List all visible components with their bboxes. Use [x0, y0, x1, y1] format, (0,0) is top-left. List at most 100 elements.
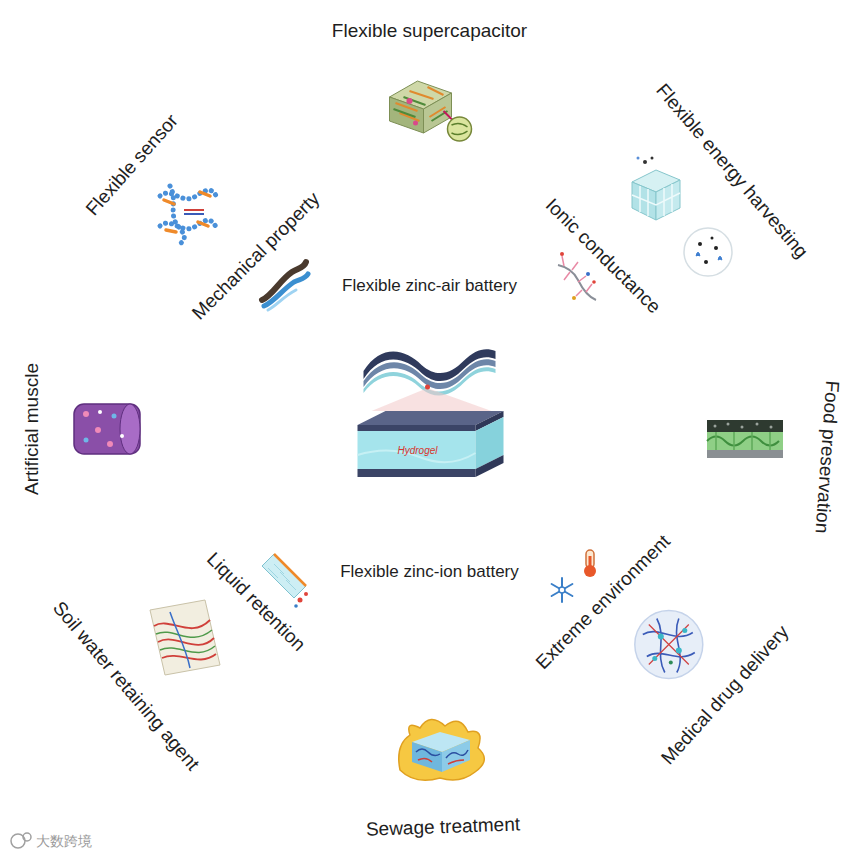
application-label: Food preservation	[810, 380, 842, 534]
drug-delivery-icon	[635, 611, 703, 679]
icon-part	[714, 246, 718, 250]
icon-part	[643, 160, 647, 164]
icon-part	[442, 740, 470, 772]
icon-part	[418, 758, 464, 764]
application-label-holder: Food preservation	[810, 380, 842, 534]
icon-part	[262, 554, 306, 598]
icon-part	[268, 564, 296, 590]
application-label-holder: Flexible energy harvesting	[652, 79, 813, 262]
icon-part	[676, 648, 682, 654]
supercapacitor-icon	[390, 81, 472, 141]
icon-part	[416, 749, 468, 758]
application-label: Sewage treatment	[366, 813, 521, 840]
application-label-holder: Flexible supercapacitor	[332, 20, 527, 42]
application-label: Medical drug delivery	[657, 621, 793, 769]
icon-part	[572, 296, 576, 300]
icon-part	[682, 628, 687, 633]
food-preservation-icon	[707, 420, 783, 458]
icon-part	[23, 833, 31, 841]
icon-part	[658, 634, 664, 640]
material-label: Hydrogel	[397, 445, 437, 457]
icon-part	[770, 426, 773, 429]
icon-part	[170, 186, 184, 244]
icon-part	[184, 209, 204, 211]
application-label-holder: Artificial muscle	[21, 363, 43, 495]
property-label: Mechanical property	[188, 188, 324, 324]
icon-part	[635, 611, 703, 679]
battery-ring: Flexible zinc-air batteryFlexible zinc-i…	[248, 247, 612, 611]
icon-part	[358, 469, 476, 477]
icon-part	[448, 117, 472, 141]
mechanical-icon	[262, 262, 308, 310]
icon-part	[727, 423, 730, 426]
icon-part	[696, 252, 700, 256]
icon-part	[707, 437, 779, 446]
flexible-sensor-icon	[160, 186, 218, 244]
application-label: Flexible energy harvesting	[652, 79, 813, 262]
icon-part	[718, 256, 722, 260]
application-label: Flexible sensor	[81, 110, 182, 220]
icon-part	[632, 184, 680, 216]
icon-part	[656, 180, 680, 220]
application-label-holder: Soil water retaining agent	[48, 598, 203, 776]
material-label-holder: Hydrogel	[397, 445, 437, 457]
icon-part	[632, 182, 656, 220]
icon-part	[95, 427, 101, 433]
icon-part	[372, 388, 492, 411]
property-label: Extreme environment	[531, 531, 674, 674]
icon-part	[83, 411, 89, 417]
property-label-holder: Liquid retention	[203, 549, 310, 656]
application-label-holder: Flexible sensor	[81, 110, 182, 220]
icon-part	[716, 432, 770, 450]
icon-part	[552, 578, 573, 602]
energy-harvesting-icon	[632, 157, 732, 277]
icon-part	[589, 556, 592, 568]
icon-part	[120, 434, 124, 438]
icon-part	[560, 252, 564, 256]
icon-part	[154, 620, 216, 660]
battery-label: Flexible zinc-ion battery	[340, 562, 519, 582]
icon-part	[358, 425, 476, 431]
icon-part	[112, 414, 117, 419]
application-label: Flexible supercapacitor	[332, 20, 527, 42]
icon-part	[643, 619, 695, 673]
icon-part	[707, 432, 783, 450]
battery-illustration	[358, 349, 504, 477]
icon-part	[649, 625, 689, 665]
icon-part	[394, 97, 448, 121]
icon-part	[298, 598, 303, 603]
icon-part	[294, 604, 298, 608]
property-label: Liquid retention	[203, 549, 310, 656]
icon-part	[358, 431, 476, 469]
icon-part	[150, 600, 220, 675]
icon-part	[120, 404, 140, 454]
application-label: Artificial muscle	[21, 363, 43, 495]
icon-part	[669, 661, 673, 665]
icon-part	[652, 656, 657, 661]
icon-part	[184, 213, 204, 215]
icon-part	[707, 450, 783, 458]
icon-part	[741, 426, 744, 429]
icon-part	[756, 423, 759, 426]
artificial-muscle-icon	[74, 404, 140, 454]
icon-part	[98, 410, 102, 414]
battery-label-holder: Flexible zinc-ion battery	[340, 562, 519, 582]
watermark-holder: 大数跨境	[36, 833, 92, 849]
watermark: 大数跨境	[36, 833, 92, 849]
icon-part	[698, 242, 702, 246]
icon-part	[268, 290, 296, 310]
application-label: Soil water retaining agent	[48, 598, 203, 776]
icon-part	[170, 612, 190, 668]
application-label-holder: Sewage treatment	[366, 813, 521, 840]
icon-part	[651, 157, 654, 160]
icon-part	[425, 385, 430, 390]
extreme-environment-icon	[552, 550, 596, 602]
icon-part	[704, 260, 708, 264]
icon-part	[707, 420, 783, 432]
icon-part	[476, 455, 504, 477]
icon-part	[407, 98, 413, 104]
property-label-holder: Ionic conductance	[541, 194, 665, 318]
